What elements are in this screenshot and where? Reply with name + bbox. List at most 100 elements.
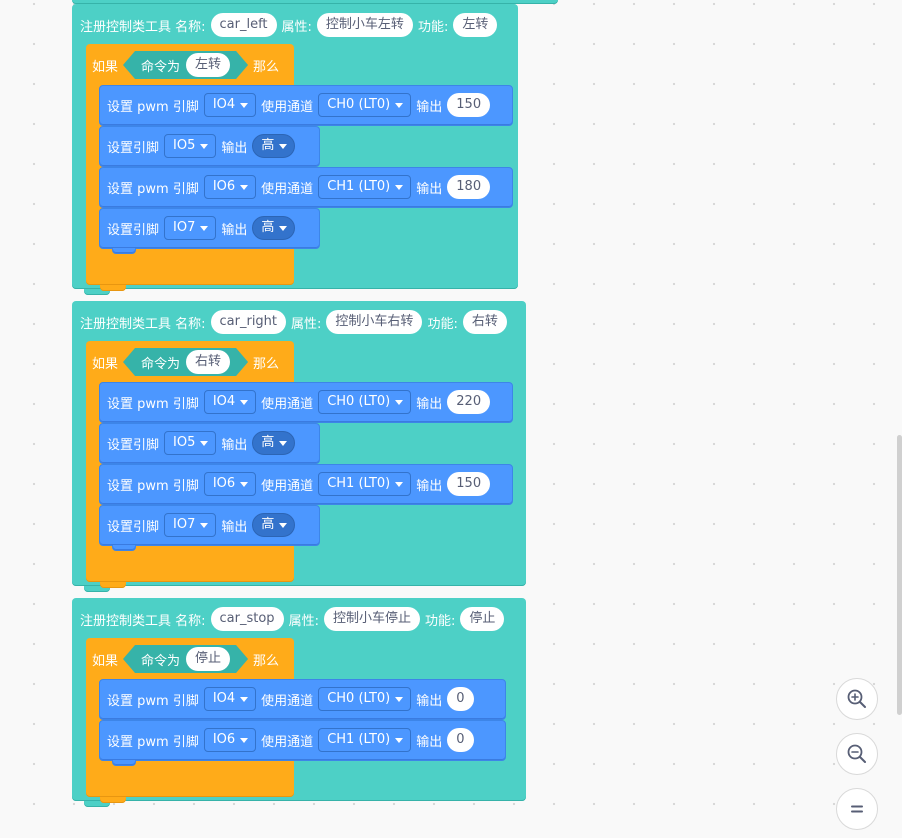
command-condition[interactable]: 命令为停止 — [123, 645, 248, 673]
block-bottom-notch — [84, 289, 110, 295]
pin-dropdown[interactable]: IO5 — [164, 134, 217, 158]
chevron-down-icon — [279, 440, 288, 446]
output-label: 输出 — [416, 396, 443, 412]
pin-dropdown[interactable]: IO6 — [203, 728, 257, 752]
func-label: 功能: — [427, 316, 458, 332]
tool-attr-field[interactable]: 控制小车左转 — [316, 13, 413, 37]
channel-dropdown[interactable]: CH0 (LT0) — [318, 93, 412, 117]
level-dropdown[interactable]: 高 — [252, 134, 296, 158]
tool-name-field[interactable]: car_right — [210, 310, 287, 334]
channel-dropdown[interactable]: CH1 (LT0) — [318, 728, 412, 752]
pwm-value-field[interactable]: 150 — [447, 472, 491, 496]
command-value-field[interactable]: 左转 — [186, 53, 230, 77]
output-label: 输出 — [416, 181, 443, 197]
zoom-in-button[interactable] — [836, 678, 878, 720]
pwm-label: 设置 pwm 引脚 — [107, 734, 199, 750]
chevron-down-icon — [395, 102, 404, 108]
chevron-down-icon — [240, 184, 249, 190]
channel-dropdown-value: CH0 (LT0) — [327, 97, 391, 112]
block-bottom-notch — [112, 248, 136, 254]
pin-dropdown[interactable]: IO4 — [203, 93, 257, 117]
set-pwm-pin-block[interactable] — [99, 464, 513, 505]
tool-attr-field[interactable]: 控制小车停止 — [323, 607, 420, 631]
pwm-value-field[interactable]: 150 — [447, 93, 491, 117]
block-bottom-notch — [112, 760, 136, 766]
pin-dropdown[interactable]: IO6 — [203, 472, 257, 496]
block-bottom-notch — [100, 797, 126, 803]
pwm-value-field[interactable]: 180 — [447, 175, 491, 199]
pwm-value-field[interactable]: 0 — [447, 728, 474, 752]
pin-dropdown[interactable]: IO6 — [203, 175, 257, 199]
chevron-down-icon — [200, 522, 209, 528]
command-value-field[interactable]: 停止 — [186, 647, 230, 671]
command-condition[interactable]: 命令为左转 — [123, 51, 248, 79]
output-label: 输出 — [416, 693, 443, 709]
output-label: 输出 — [221, 437, 248, 453]
register-label: 注册控制类工具 名称: — [80, 613, 206, 629]
channel-dropdown[interactable]: CH1 (LT0) — [318, 472, 412, 496]
attr-label: 属性: — [281, 19, 312, 35]
attr-label: 属性: — [288, 613, 319, 629]
chevron-down-icon — [200, 143, 209, 149]
level-dropdown[interactable]: 高 — [252, 513, 296, 537]
channel-label: 使用通道 — [261, 478, 314, 494]
level-dropdown-value: 高 — [261, 435, 275, 450]
zoom-reset-button[interactable] — [836, 788, 878, 830]
pin-dropdown-value: IO5 — [173, 138, 196, 153]
channel-dropdown[interactable]: CH0 (LT0) — [318, 390, 412, 414]
pin-dropdown[interactable]: IO7 — [164, 513, 217, 537]
equals-icon — [851, 805, 863, 813]
command-label: 命令为 — [141, 356, 181, 372]
set-pwm-pin-block[interactable] — [99, 679, 506, 720]
chevron-down-icon — [240, 737, 249, 743]
if-condition-row: 如果命令为停止那么 — [86, 644, 285, 674]
zoom-out-button[interactable] — [836, 733, 878, 775]
pwm-label: 设置 pwm 引脚 — [107, 396, 199, 412]
pin-dropdown-value: IO5 — [173, 435, 196, 450]
vertical-scrollbar[interactable] — [897, 435, 902, 715]
pwm-label: 设置 pwm 引脚 — [107, 478, 199, 494]
func-label: 功能: — [424, 613, 456, 629]
set-pwm-pin-block[interactable] — [99, 720, 506, 761]
channel-dropdown[interactable]: CH1 (LT0) — [318, 175, 412, 199]
tool-name-field[interactable]: car_left — [210, 13, 277, 37]
set-pwm-pin-block[interactable] — [99, 85, 513, 126]
level-dropdown-value: 高 — [261, 220, 275, 235]
pwm-label: 设置 pwm 引脚 — [107, 181, 199, 197]
chevron-down-icon — [240, 696, 249, 702]
pin-dropdown[interactable]: IO5 — [164, 431, 217, 455]
channel-label: 使用通道 — [261, 99, 314, 115]
chevron-down-icon — [395, 696, 404, 702]
pwm-value-field[interactable]: 0 — [447, 687, 474, 711]
pwm-value-field[interactable]: 220 — [447, 390, 491, 414]
pin-dropdown[interactable]: IO4 — [203, 390, 257, 414]
level-dropdown[interactable]: 高 — [252, 431, 296, 455]
tool-func-field[interactable]: 停止 — [460, 607, 505, 631]
tool-attr-field[interactable]: 控制小车右转 — [326, 310, 423, 334]
if-condition-row: 如果命令为右转那么 — [86, 347, 285, 377]
channel-dropdown[interactable]: CH0 (LT0) — [318, 687, 412, 711]
chevron-down-icon — [240, 481, 249, 487]
pin-dropdown[interactable]: IO4 — [203, 687, 257, 711]
output-label: 输出 — [221, 140, 248, 156]
pin-dropdown-value: IO4 — [212, 97, 236, 112]
command-condition[interactable]: 命令为右转 — [123, 348, 248, 376]
chevron-down-icon — [200, 440, 209, 446]
level-dropdown[interactable]: 高 — [252, 216, 296, 240]
set-pwm-pin-block[interactable] — [99, 167, 513, 208]
tool-func-field[interactable]: 左转 — [453, 13, 498, 37]
tool-name-field[interactable]: car_stop — [210, 607, 284, 631]
command-value-field[interactable]: 右转 — [186, 350, 230, 374]
tool-func-field[interactable]: 右转 — [462, 310, 507, 334]
pin-dropdown[interactable]: IO7 — [164, 216, 217, 240]
set-pwm-pin-block[interactable] — [99, 382, 513, 423]
